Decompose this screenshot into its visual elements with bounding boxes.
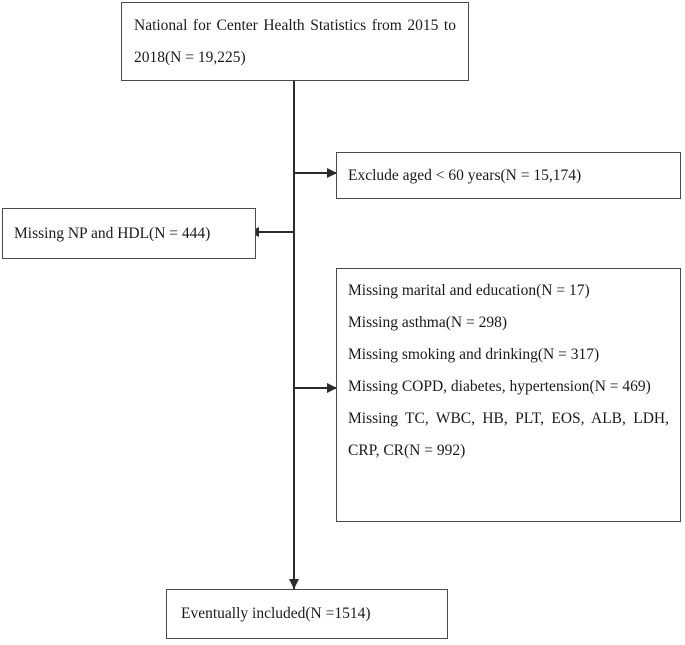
- node-exclude-age: Exclude aged < 60 years(N = 15,174): [336, 152, 681, 199]
- node-exclude-age-text: Exclude aged < 60 years(N = 15,174): [348, 166, 582, 184]
- node-missing-covariates-line: Missing asthma(N = 298): [348, 314, 507, 331]
- arrow-right-icon-missing-covariates: [327, 383, 337, 393]
- node-missing-covariates-line: Missing smoking and drinking(N = 317): [348, 346, 600, 363]
- arrow-right-icon-exclude-age: [327, 168, 337, 178]
- arrow-down-icon-included: [289, 579, 299, 589]
- node-eventually-included: Eventually included(N =1514): [166, 589, 448, 639]
- branch-connector-exclude-age: [293, 172, 336, 174]
- node-missing-covariates: Missing marital and education(N = 17) Mi…: [336, 268, 681, 522]
- trunk-connector-line: [293, 81, 295, 589]
- branch-connector-missing-covariates: [293, 387, 336, 389]
- node-missing-covariates-line: Missing marital and education(N = 17): [348, 282, 590, 299]
- node-data-source-text: National for Center Health Statistics fr…: [134, 16, 456, 66]
- node-data-source: National for Center Health Statistics fr…: [121, 2, 469, 81]
- node-missing-covariates-line: Missing COPD, diabetes, hypertension(N =…: [348, 378, 651, 395]
- node-missing-covariates-line: Missing TC, WBC, HB, PLT, EOS, ALB, LDH,…: [348, 410, 669, 459]
- node-missing-np-hdl: Missing NP and HDL(N = 444): [2, 208, 256, 259]
- node-eventually-included-text: Eventually included(N =1514): [181, 605, 371, 622]
- branch-connector-missing-np-hdl: [256, 231, 294, 233]
- node-missing-np-hdl-text: Missing NP and HDL(N = 444): [14, 224, 211, 242]
